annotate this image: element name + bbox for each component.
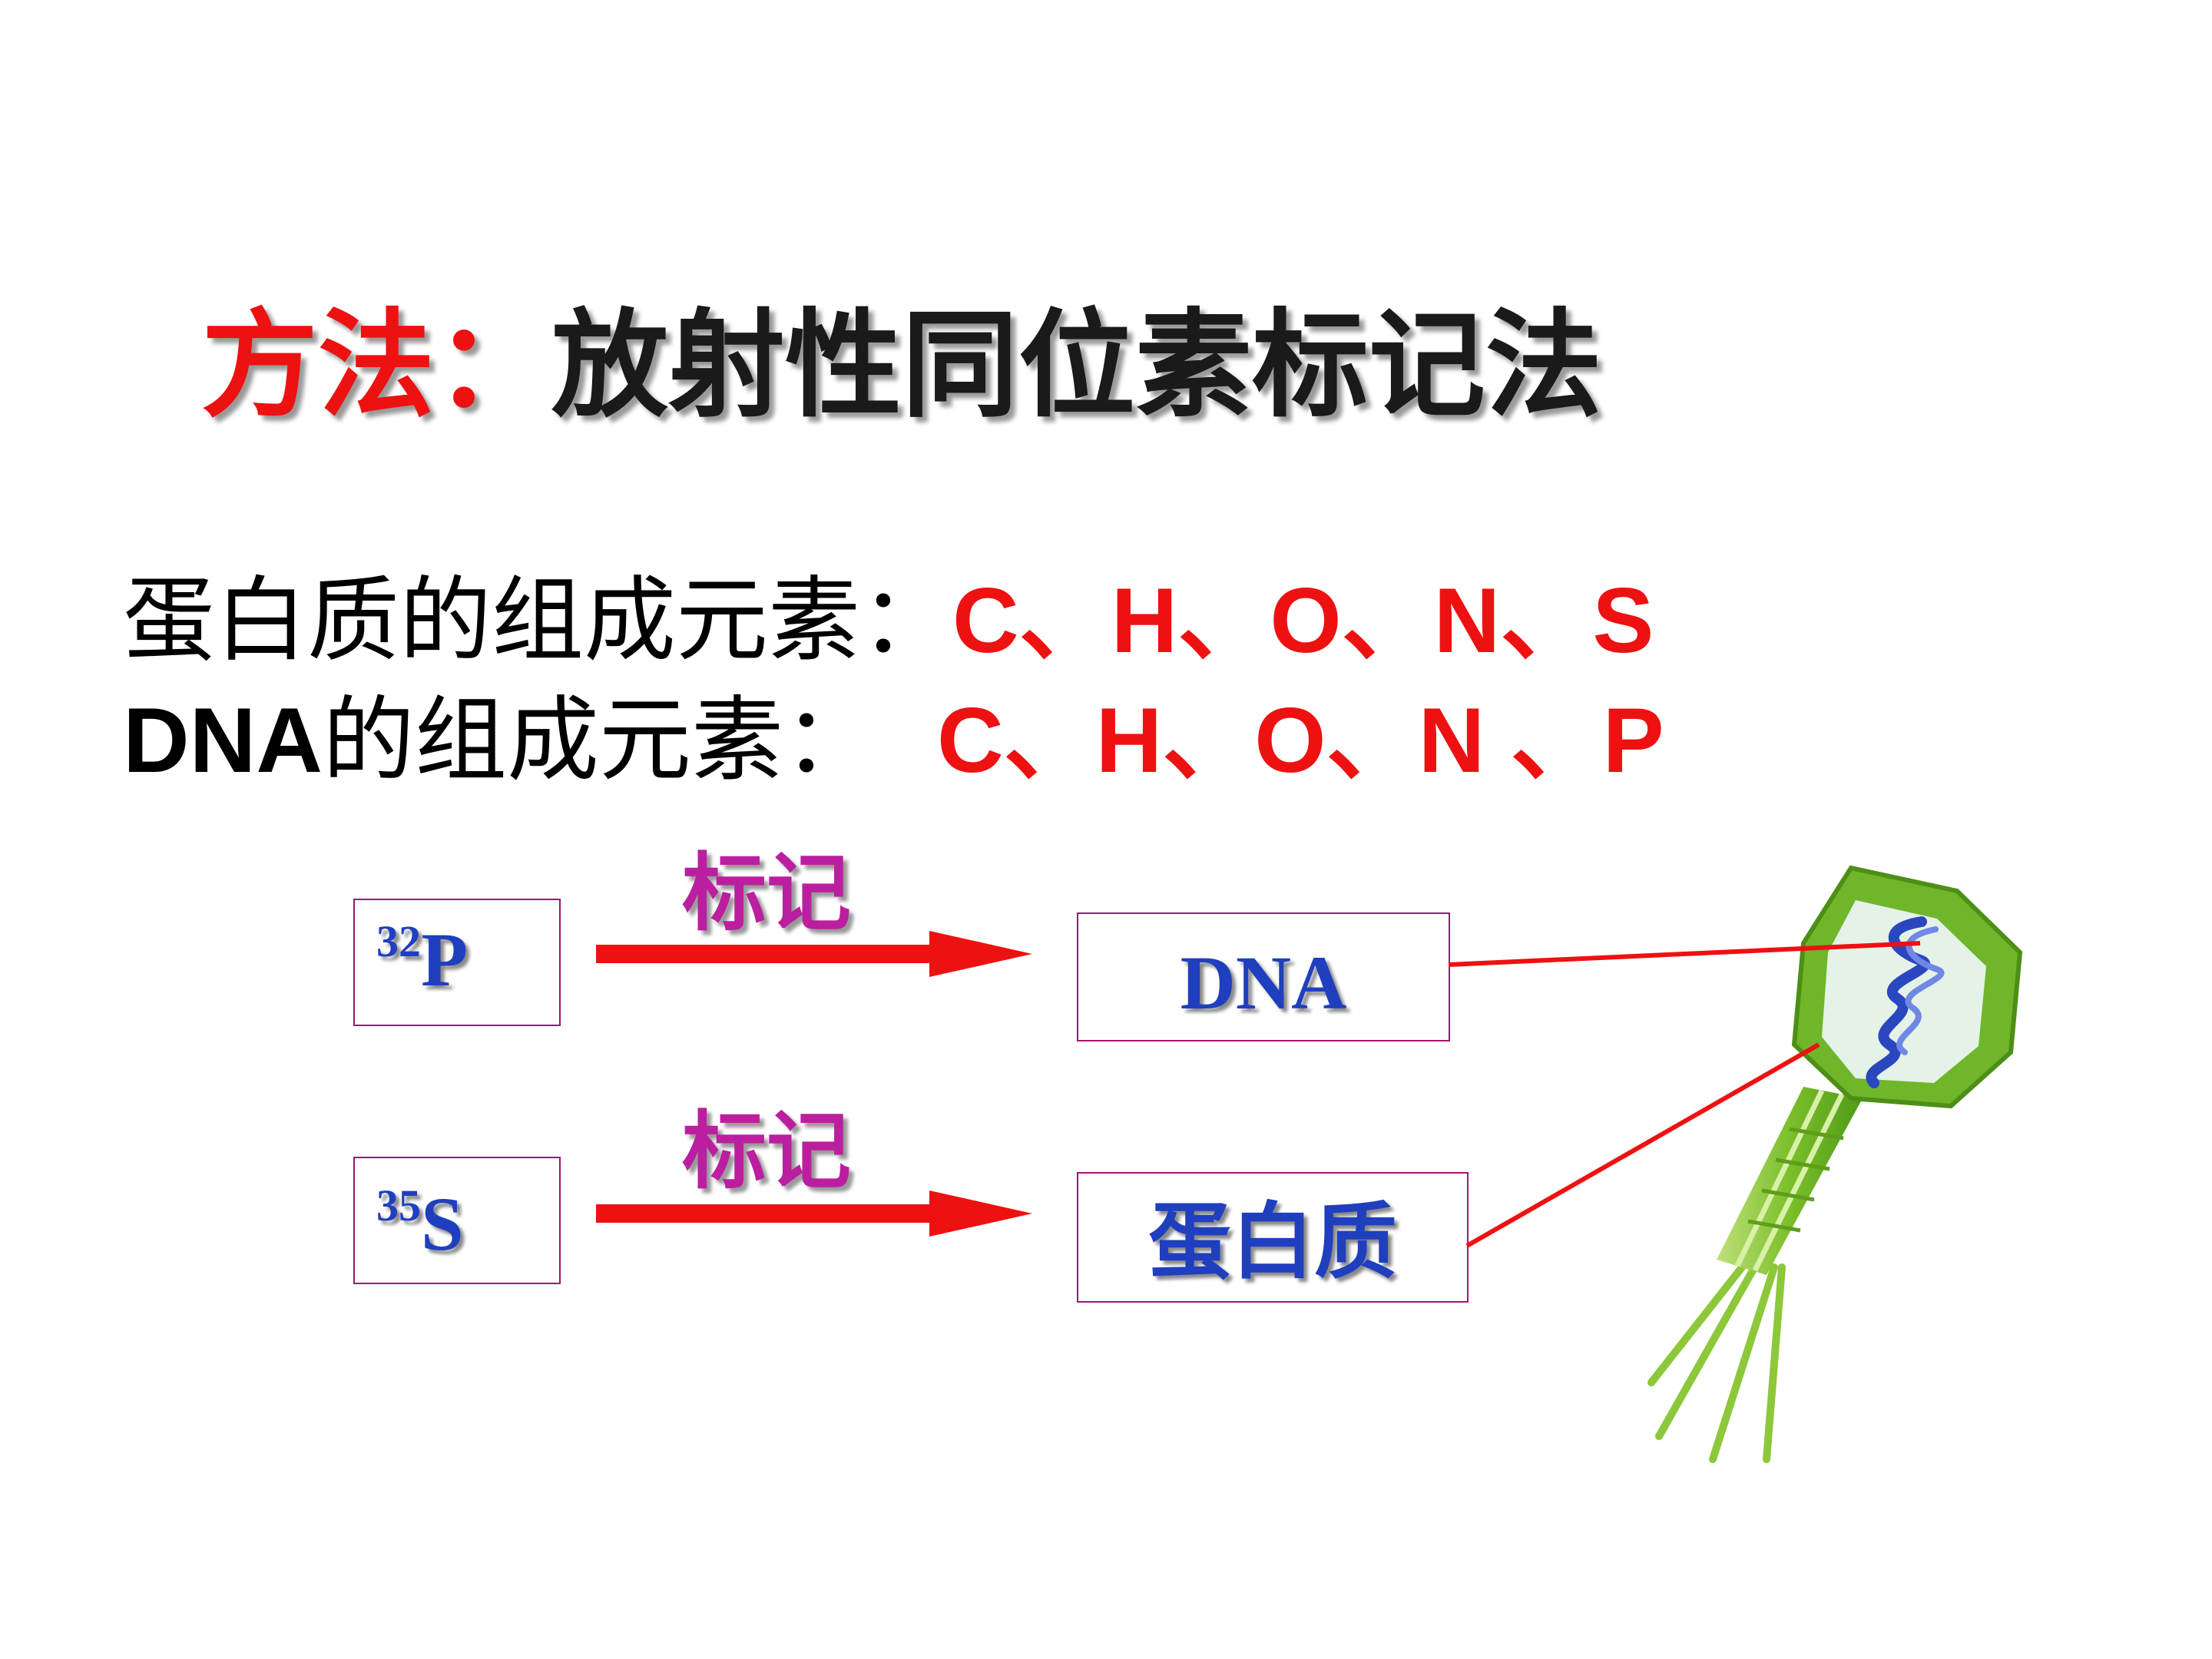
isotope-mass: 32 xyxy=(376,916,421,966)
page-title: 方法：放射性同位素标记法 xyxy=(201,307,1602,424)
connector-dna xyxy=(1448,941,1921,967)
method-label: 方法： xyxy=(201,297,551,433)
isotope-symbol: S xyxy=(421,1181,464,1267)
dna-elements-label: 的组成元素： xyxy=(322,687,876,794)
right-arrow-icon xyxy=(596,931,1032,977)
isotope-symbol: P xyxy=(421,917,469,1002)
connector-protein xyxy=(1465,1042,1820,1248)
isotope-box-s35: 35S xyxy=(353,1157,561,1284)
target-protein: 蛋白质 xyxy=(1147,1194,1397,1290)
method-value: 放射性同位素标记法 xyxy=(551,297,1602,433)
isotope-s35: 35S xyxy=(376,1183,464,1263)
label-action-2: 标记 xyxy=(682,1101,851,1200)
isotope-box-p32: 32P xyxy=(353,899,561,1026)
isotope-p32: 32P xyxy=(376,919,468,998)
dna-elements-prefix: DNA xyxy=(123,689,323,792)
protein-elements-value: C、H、O、N、S xyxy=(952,569,1654,672)
dna-elements-value: C、H、O、N 、P xyxy=(936,689,1664,792)
bacteriophage-icon xyxy=(1647,865,2023,1463)
target-dna: DNA xyxy=(1180,940,1347,1025)
isotope-mass: 35 xyxy=(376,1180,421,1230)
right-arrow-icon xyxy=(596,1190,1032,1237)
label-action-1: 标记 xyxy=(682,843,851,942)
protein-elements-label: 蛋白质的组成元素： xyxy=(123,568,952,674)
protein-elements-line: 蛋白质的组成元素：C、H、O、N、S xyxy=(123,575,1654,667)
target-box-protein: 蛋白质 xyxy=(1077,1172,1469,1303)
target-box-dna: DNA xyxy=(1077,912,1450,1041)
dna-elements-line: DNA的组成元素：C、H、O、N 、P xyxy=(123,694,1664,787)
